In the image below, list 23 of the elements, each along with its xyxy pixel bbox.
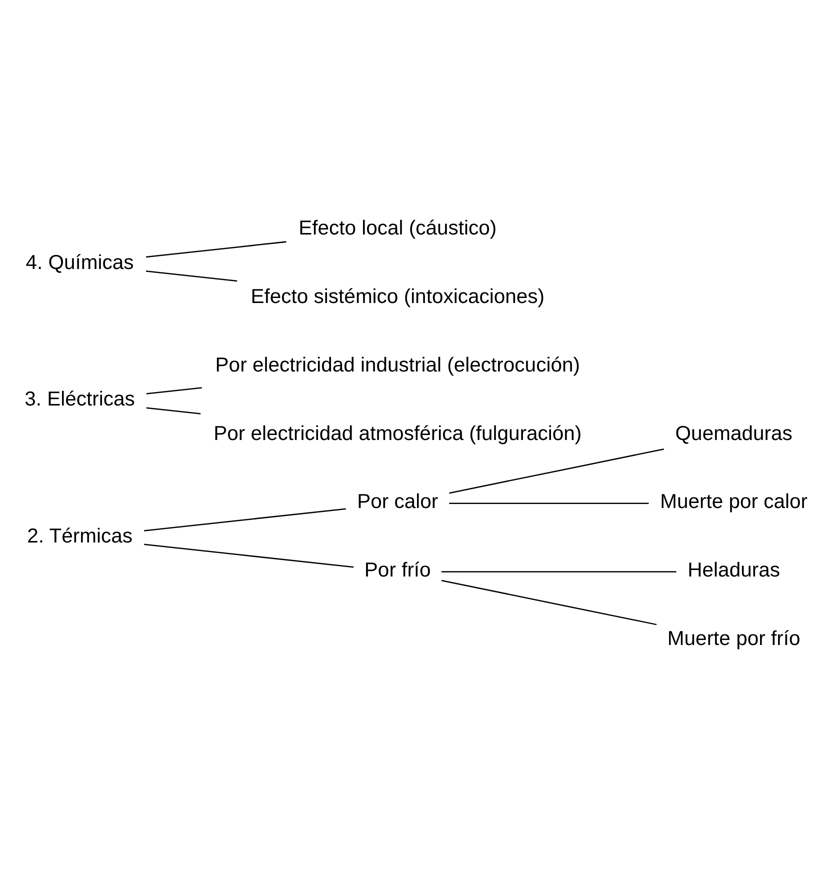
node-text: Heladuras xyxy=(688,559,780,582)
node-text: Efecto sistémico (intoxicaciones) xyxy=(250,286,545,308)
node-text: 4. Químicas xyxy=(26,251,134,274)
node-text: 2. Térmicas xyxy=(27,524,132,547)
connector xyxy=(441,579,657,625)
connector xyxy=(442,570,676,572)
node-text: Quemaduras xyxy=(675,422,792,444)
connector xyxy=(146,270,238,282)
node-text: Por electricidad atmosférica (fulguración) xyxy=(214,422,582,444)
connector xyxy=(146,406,201,414)
connector xyxy=(144,508,346,531)
connector xyxy=(144,543,354,568)
connector xyxy=(146,386,202,394)
node-text: 3. Eléctricas xyxy=(24,388,135,410)
node-text: Por calor xyxy=(357,490,438,513)
node-text: Por electricidad industrial (electrocución) xyxy=(215,354,580,376)
node-text: Por frío xyxy=(364,559,431,582)
node-text: Muerte por frío xyxy=(667,627,800,650)
connector xyxy=(146,240,286,258)
node-text: Efecto local (cáustico) xyxy=(298,217,497,240)
node-text: Muerte por calor xyxy=(660,490,808,513)
connector xyxy=(449,448,664,494)
connector xyxy=(449,502,649,504)
